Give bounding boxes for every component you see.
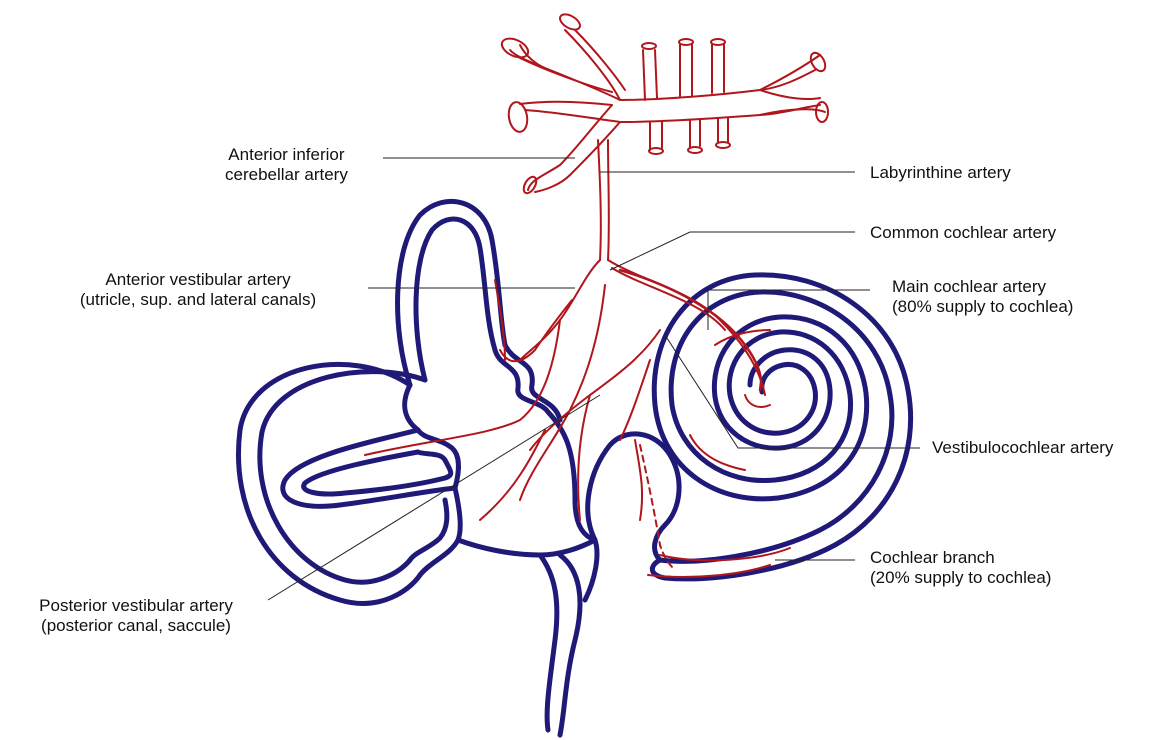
superior-canal-inner bbox=[416, 219, 495, 380]
vestibule-floor bbox=[458, 500, 595, 555]
stub-end-3 bbox=[711, 39, 725, 45]
label-aica: Anterior inferior cerebellar artery bbox=[225, 145, 348, 185]
anterior-vestibular bbox=[495, 260, 600, 361]
label-anterior-vestibular: Anterior vestibular artery (utricle, sup… bbox=[38, 270, 358, 310]
left-upper-vessel-end-1 bbox=[499, 35, 531, 61]
down-stub-end-3 bbox=[716, 142, 730, 148]
label-common-cochlear: Common cochlear artery bbox=[870, 223, 1056, 243]
upper-stubs bbox=[643, 45, 724, 100]
lateral-canal-inner bbox=[304, 452, 445, 494]
basilar-artery-top bbox=[620, 70, 815, 100]
down-stub-end-1 bbox=[649, 148, 663, 154]
label-labyrinthine-line1: Labyrinthine artery bbox=[870, 163, 1011, 183]
label-aica-line1: Anterior inferior bbox=[225, 145, 348, 165]
label-vestibulocochlear-line1: Vestibulocochlear artery bbox=[932, 438, 1113, 458]
saccule-vessel bbox=[635, 440, 642, 520]
label-cochlear-branch: Cochlear branch (20% supply to cochlea) bbox=[870, 548, 1051, 588]
spiral-twig-3 bbox=[745, 395, 770, 407]
vestibule-lower bbox=[410, 488, 460, 575]
stub-end-1 bbox=[642, 43, 656, 49]
label-vestibulocochlear: Vestibulocochlear artery bbox=[932, 438, 1113, 458]
saccule bbox=[588, 434, 679, 560]
superior-canal-outer bbox=[398, 201, 505, 385]
label-anterior-vestibular-line2: (utricle, sup. and lateral canals) bbox=[38, 290, 358, 310]
basilar-artery-bottom bbox=[620, 105, 820, 122]
label-common-cochlear-line1: Common cochlear artery bbox=[870, 223, 1056, 243]
left-lower-vessel-end bbox=[507, 101, 530, 134]
label-aica-line2: cerebellar artery bbox=[225, 165, 348, 185]
label-main-cochlear: Main cochlear artery (80% supply to coch… bbox=[892, 277, 1073, 317]
endolymphatic-duct bbox=[540, 555, 580, 735]
label-main-cochlear-line1: Main cochlear artery bbox=[892, 277, 1073, 297]
label-posterior-vestibular-line1: Posterior vestibular artery bbox=[5, 596, 267, 616]
label-posterior-vestibular: Posterior vestibular artery (posterior c… bbox=[5, 596, 267, 636]
label-cochlear-branch-line2: (20% supply to cochlea) bbox=[870, 568, 1051, 588]
endolymphatic-duct-left bbox=[585, 540, 597, 600]
label-anterior-vestibular-line1: Anterior vestibular artery bbox=[38, 270, 358, 290]
posterior-canal-outer bbox=[238, 364, 420, 603]
down-stub-end-2 bbox=[688, 147, 702, 153]
lateral-canal-ampulla bbox=[405, 385, 459, 488]
label-labyrinthine: Labyrinthine artery bbox=[870, 163, 1011, 183]
right-upper-end bbox=[808, 50, 828, 73]
vestibule-left bbox=[505, 345, 560, 420]
stub-end-2 bbox=[679, 39, 693, 45]
leader-common-cochlear bbox=[610, 232, 855, 270]
left-upper-vessel-end-2 bbox=[557, 11, 582, 32]
label-main-cochlear-line2: (80% supply to cochlea) bbox=[892, 297, 1073, 317]
aica bbox=[528, 105, 620, 192]
cochlea-inner-wall bbox=[654, 275, 910, 579]
label-cochlear-branch-line1: Cochlear branch bbox=[870, 548, 1051, 568]
common-cochlear-main bbox=[608, 260, 765, 395]
labyrinthine-artery bbox=[598, 140, 609, 260]
cochlea-outer-wall bbox=[660, 292, 892, 561]
label-posterior-vestibular-line2: (posterior canal, saccule) bbox=[5, 616, 267, 636]
